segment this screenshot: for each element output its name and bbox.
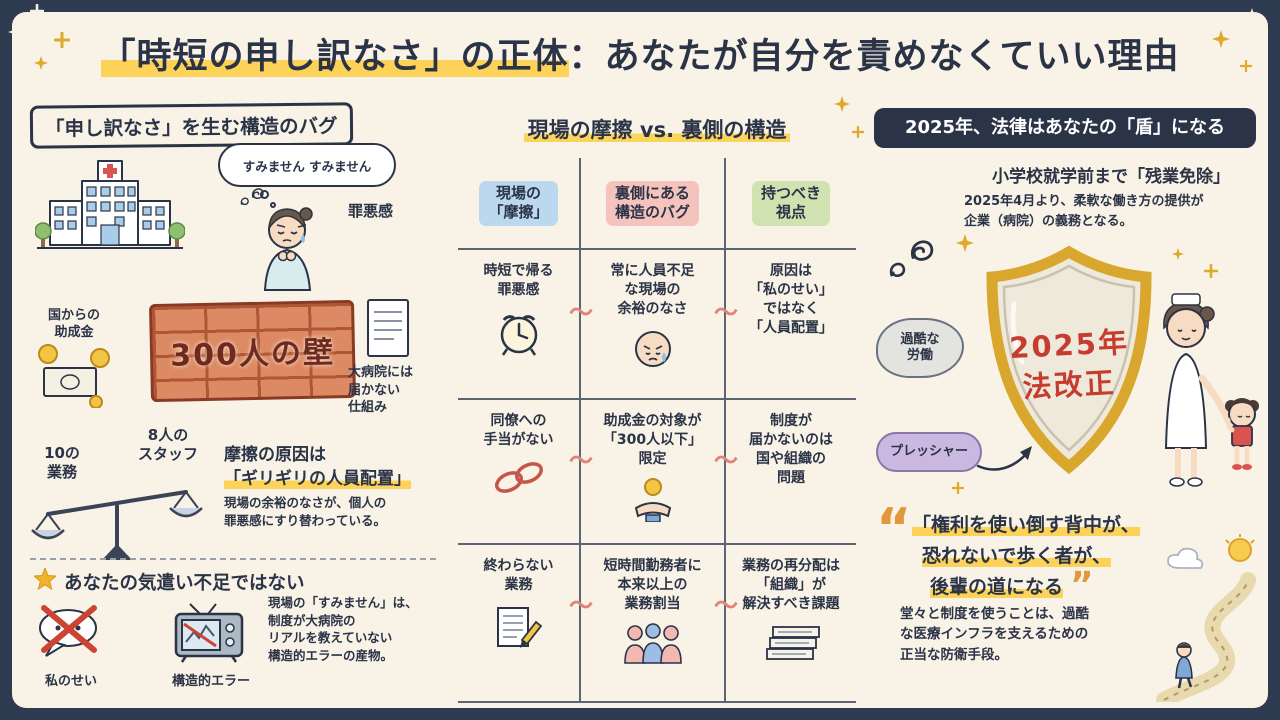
friction-cause-line1: 摩擦の原因は <box>224 445 326 465</box>
path-forward-icon <box>1156 534 1256 702</box>
tilde-connector: 〜 <box>569 298 593 327</box>
page-title: 「時短の申し訳なさ」の正体：あなたが自分を責めなくていい理由 <box>12 28 1268 79</box>
quote-line-1: 「権利を使い倒す背中が、 <box>912 514 1140 536</box>
people-group-icon <box>623 622 682 664</box>
title-highlight: 「時短の申し訳なさ」の正体 <box>100 37 569 77</box>
plus-sparkle-icon <box>1204 264 1218 278</box>
star-sparkle-icon <box>34 56 48 70</box>
center-panel: 現場の摩擦 vs. 裏側の構造 現場の 「摩擦」 裏側にある 構造のバグ 持つべ… <box>12 12 1268 708</box>
wall-label: 300人の壁 <box>169 335 336 374</box>
document-pencil-icon <box>496 606 542 648</box>
plus-sparkle-icon <box>952 482 964 494</box>
tilde-connector: 〜 <box>714 446 738 475</box>
left-divider <box>30 558 436 560</box>
center-panel-header: 現場の摩擦 vs. 裏側の構造 <box>458 114 856 144</box>
law-body: 2025年4月より、柔軟な働き方の提供が 企業（病院）の義務となる。 <box>964 194 1204 229</box>
wall-note: 大病院には 届かない 仕組み <box>348 365 414 416</box>
star-sparkle-icon <box>1212 30 1230 48</box>
table-cell-r2-view: 制度が 届かないのは 国や組織の 問題 <box>726 400 856 545</box>
worried-nurse-icon <box>263 207 313 291</box>
table-header-friction: 現場の 「摩擦」 <box>458 158 581 250</box>
scale-right-label: 8人の スタッフ <box>137 426 198 463</box>
quote-close-icon: ” <box>1070 565 1094 606</box>
tilde-connector: 〜 <box>569 446 593 475</box>
guilt-label: 罪悪感 <box>348 202 394 220</box>
table-cell-r3-bug: 短時間勤務者に 本来以上の 業務割当 <box>581 545 726 703</box>
pressure-cloud: プレッシャー <box>876 432 982 472</box>
tilde-connector: 〜 <box>714 591 738 620</box>
friction-cause-line2: 「ギリギリの人員配置」 <box>224 469 411 489</box>
quote-line-2: 恐れないで歩く者が、 <box>922 545 1112 567</box>
tilde-connector: 〜 <box>714 298 738 327</box>
balance-scale-icon <box>31 490 203 560</box>
plus-sparkle-icon <box>54 32 70 48</box>
star-sparkle-icon <box>834 96 850 112</box>
table-header-bug: 裏側にある 構造のバグ <box>581 158 726 250</box>
broken-machine-icon <box>174 603 244 663</box>
thought-bubble: すみません すみません <box>218 143 396 187</box>
crying-face-icon <box>634 330 671 367</box>
arrow-icon <box>976 446 1032 471</box>
stress-scribble-icon <box>889 240 934 277</box>
thought-bubble-dot <box>270 202 276 208</box>
title-rest: ：あなたが自分を責めなくていい理由 <box>568 37 1180 77</box>
star-icon <box>34 568 56 590</box>
plus-sparkle-icon <box>1240 60 1252 72</box>
alarm-clock-icon <box>500 315 537 356</box>
thought-bubble-text: すみません すみません <box>242 158 372 174</box>
table-cell-r2-friction: 同僚への 手当がない <box>458 400 581 545</box>
subsidy-label: 国からの 助成金 <box>47 308 100 340</box>
harsh-labor-cloud: 過酷な 労働 <box>876 318 964 378</box>
table-cell-r2-bug: 助成金の対象が 「300人以下」 限定 <box>581 400 726 545</box>
stress-scribble-icon <box>240 188 264 206</box>
chain-link-icon <box>494 461 543 493</box>
table-cell-r3-friction: 終わらない 業務 <box>458 545 581 703</box>
scale-left-label: 10の 業務 <box>44 444 80 481</box>
money-icon <box>38 344 110 408</box>
table-cell-r3-view: 業務の再分配は 「組織」が 解決すべき課題 <box>726 545 856 703</box>
nurse-and-child-icon <box>1163 293 1259 487</box>
hand-coin-icon <box>634 477 671 522</box>
table-header-view: 持つべき 視点 <box>726 158 856 250</box>
plus-sparkle-icon <box>852 126 864 138</box>
left-panel: 「申し訳なさ」を生む構造のバグ <box>12 12 1268 708</box>
paper-stack-icon <box>766 625 820 660</box>
right-panel: 2025年、法律はあなたの「盾」になる 小学校就学前まで「残業免除」 2025年… <box>12 12 1268 708</box>
structural-error-label: 構造的エラー <box>171 674 250 689</box>
left-panel-header: 「申し訳なさ」を生む構造のバグ <box>29 102 353 149</box>
hospital-icon <box>35 160 185 249</box>
document-icon <box>367 299 409 357</box>
not-your-fault-title: あなたの気遣い不足ではない <box>64 573 305 594</box>
infographic-canvas: 「時短の申し訳なさ」の正体：あなたが自分を責めなくていい理由 「申し訳なさ」を生… <box>12 12 1268 708</box>
table-cell-r1-view: 原因は 「私のせい」 ではなく 「人員配置」 <box>726 250 856 400</box>
quote-body: 堂々と制度を使うことは、過酷 な医療インフラを支えるための 正当な防衛手段。 <box>900 606 1089 663</box>
my-fault-label: 私のせい <box>44 674 97 689</box>
wall-of-300: 300人の壁 <box>148 299 357 403</box>
law-title: 小学校就学前まで「残業免除」 <box>992 167 1230 187</box>
quote-line-3: 後輩の道になる <box>930 576 1064 598</box>
quote-open-icon: “ <box>876 497 912 560</box>
crossed-speech-bubble-icon <box>39 605 97 657</box>
table-cell-r1-bug: 常に人員不足 な現場の 余裕のなさ <box>581 250 726 400</box>
shield-icon <box>986 245 1152 475</box>
right-panel-header: 2025年、法律はあなたの「盾」になる <box>874 108 1256 148</box>
table-cell-r1-friction: 時短で帰る 罪悪感 <box>458 250 581 400</box>
friction-cause-body: 現場の余裕のなさが、個人の 罪悪感にすり替わっている。 <box>224 495 387 529</box>
thought-bubble-dot <box>260 190 269 199</box>
star-sparkle-icon <box>956 234 974 252</box>
comparison-table: 現場の 「摩擦」 裏側にある 構造のバグ 持つべき 視点 時短で帰る 罪悪感 <box>458 158 856 703</box>
tilde-connector: 〜 <box>569 591 593 620</box>
star-sparkle-icon <box>1172 248 1184 260</box>
law-shield: 2025年 法改正 <box>974 242 1164 477</box>
left-bottom-note: 現場の「すみません」は、 制度が大病院の リアルを教えていない 構造的エラーの産… <box>268 595 418 663</box>
